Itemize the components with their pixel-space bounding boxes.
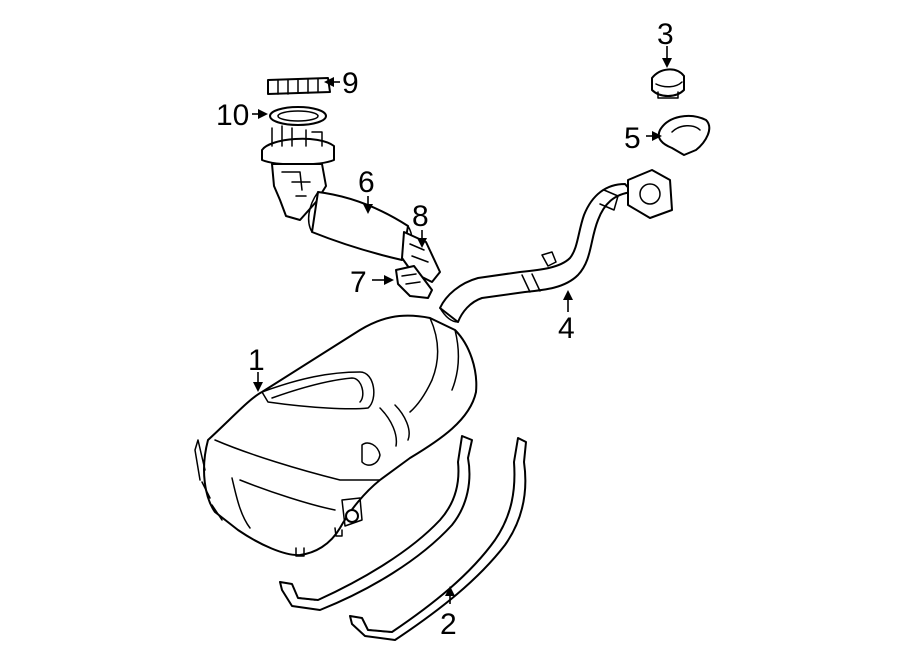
callout-1: 1 bbox=[248, 344, 265, 377]
connector-icon bbox=[395, 265, 433, 299]
lock-ring-icon bbox=[267, 77, 331, 95]
fuel-pump-module-icon bbox=[261, 125, 413, 261]
filler-neck-icon bbox=[439, 169, 673, 323]
callout-10: 10 bbox=[216, 99, 249, 132]
callout-2: 2 bbox=[440, 608, 457, 641]
callout-9: 9 bbox=[342, 67, 359, 100]
cap-gasket-icon bbox=[657, 114, 711, 156]
callout-5: 5 bbox=[624, 122, 641, 155]
callout-leaders bbox=[252, 46, 672, 604]
seal-icon bbox=[269, 106, 327, 126]
callout-8: 8 bbox=[412, 200, 429, 233]
fuel-tank-icon bbox=[194, 314, 478, 557]
callout-7: 7 bbox=[350, 266, 367, 299]
callout-6: 6 bbox=[358, 166, 375, 199]
callout-4: 4 bbox=[558, 312, 575, 345]
fuel-cap-icon bbox=[651, 68, 685, 99]
callout-3: 3 bbox=[657, 18, 674, 51]
tank-strap-icon bbox=[279, 435, 527, 641]
